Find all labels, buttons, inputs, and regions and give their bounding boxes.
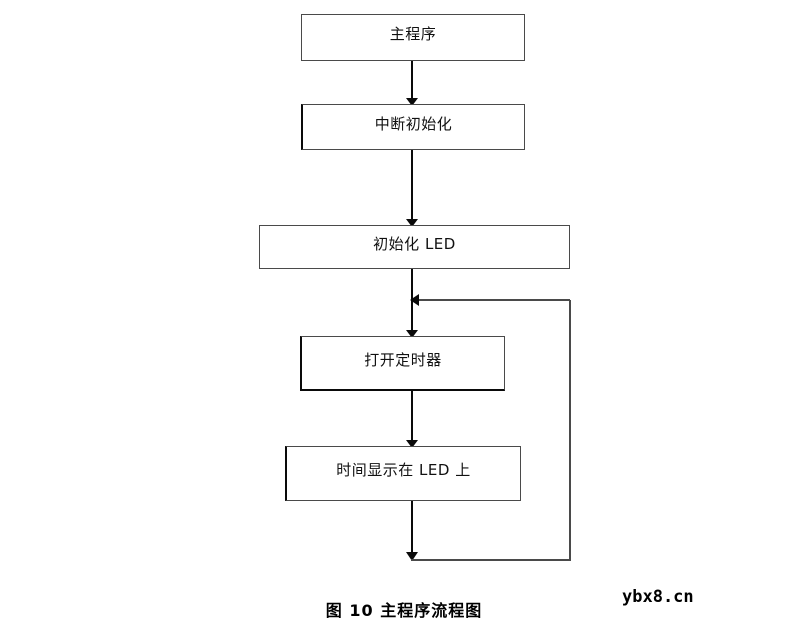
edge-interrupt-init-to-led-init <box>406 150 418 227</box>
flowchart-node-led-init[interactable]: 初始化 LED <box>259 225 570 269</box>
edge-loop-back <box>406 294 571 561</box>
edge-main-program-to-interrupt-init <box>406 61 418 106</box>
site-watermark: ybx8.cn <box>622 587 694 607</box>
flowchart-node-open-timer[interactable]: 打开定时器 <box>300 336 505 391</box>
node-label: 中断初始化 <box>374 114 453 133</box>
figure-caption: 图 10 主程序流程图 <box>325 601 483 620</box>
node-label: 主程序 <box>389 25 437 44</box>
flowchart-node-main-program[interactable]: 主程序 <box>301 14 525 61</box>
edge-open-timer-to-show-time <box>406 391 418 448</box>
node-label: 打开定时器 <box>364 350 442 369</box>
node-label: 初始化 LED <box>373 234 456 253</box>
flowchart-node-show-time[interactable]: 时间显示在 LED 上 <box>285 446 521 501</box>
edge-led-init-to-open-timer <box>406 269 418 338</box>
flowchart-node-interrupt-init[interactable]: 中断初始化 <box>301 104 525 150</box>
node-label: 时间显示在 LED 上 <box>336 461 471 480</box>
